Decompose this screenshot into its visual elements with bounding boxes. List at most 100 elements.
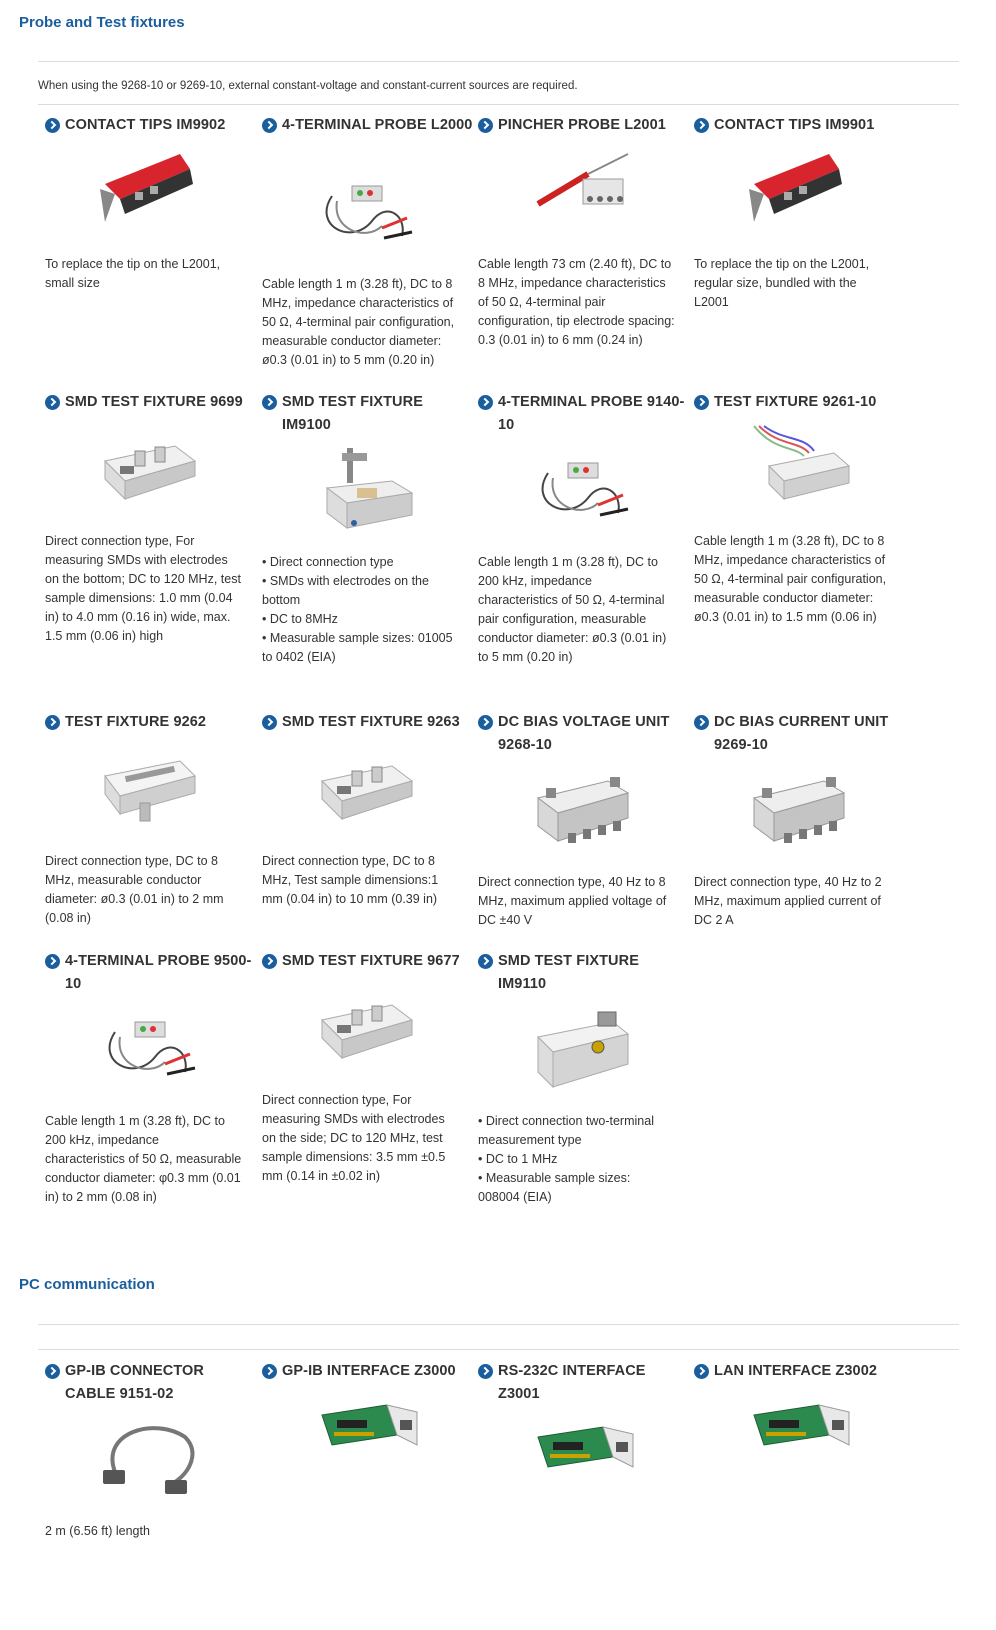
product-description: To replace the tip on the L2001, regular… — [694, 257, 870, 309]
product-link[interactable]: GP-IB CONNECTOR CABLE 9151-02 — [45, 1360, 257, 1406]
product-link[interactable]: 4-TERMINAL PROBE 9140-10 — [478, 391, 690, 437]
product-link[interactable]: PINCHER PROBE L2001 — [478, 114, 690, 137]
product-description: Cable length 1 m (3.28 ft), DC to 200 kH… — [45, 1114, 242, 1204]
product-description: Direct connection type, DC to 8 MHz, mea… — [45, 854, 224, 925]
product-name: DC BIAS VOLTAGE UNIT 9268-10 — [498, 714, 670, 753]
interface-card-icon[interactable] — [528, 1412, 638, 1502]
chevron-right-icon — [478, 954, 493, 969]
product-card: CONTACT TIPS IM9901 To replace the tip on… — [694, 114, 906, 309]
red-contact-tips-icon[interactable] — [95, 144, 205, 234]
test-fixture-icon[interactable] — [95, 741, 205, 831]
product-link[interactable]: SMD TEST FIXTURE 9699 — [45, 391, 257, 414]
bias-unit-icon[interactable] — [744, 763, 854, 853]
chevron-right-icon — [45, 715, 60, 730]
product-link[interactable]: SMD TEST FIXTURE IM9110 — [478, 950, 690, 996]
chevron-right-icon — [478, 395, 493, 410]
product-card: SMD TEST FIXTURE IM9100• Direct connecti… — [262, 391, 474, 664]
product-link[interactable]: SMD TEST FIXTURE 9263 — [262, 711, 474, 734]
product-link[interactable]: DC BIAS VOLTAGE UNIT 9268-10 — [478, 711, 690, 757]
probe-cable-icon[interactable] — [95, 1002, 205, 1092]
chevron-right-icon — [45, 954, 60, 969]
product-name: SMD TEST FIXTURE 9263 — [282, 714, 460, 730]
product-link[interactable]: DC BIAS CURRENT UNIT 9269-10 — [694, 711, 906, 757]
product-description: To replace the tip on the L2001, small s… — [45, 257, 221, 290]
product-description: 2 m (6.56 ft) length — [45, 1524, 150, 1538]
smd-fixture-icon[interactable] — [95, 421, 205, 511]
product-link[interactable]: CONTACT TIPS IM9901 — [694, 114, 906, 137]
product-link[interactable]: TEST FIXTURE 9262 — [45, 711, 257, 734]
product-name: RS-232C INTERFACE Z3001 — [498, 1363, 646, 1402]
product-link[interactable]: SMD TEST FIXTURE IM9100 — [262, 391, 474, 437]
smd-fixture-icon[interactable] — [312, 980, 422, 1070]
chevron-right-icon — [262, 1364, 277, 1379]
product-name: LAN INTERFACE Z3002 — [714, 1363, 878, 1379]
product-link[interactable]: SMD TEST FIXTURE 9677 — [262, 950, 474, 973]
product-name: 4-TERMINAL PROBE 9140-10 — [498, 394, 685, 433]
product-name: PINCHER PROBE L2001 — [498, 117, 666, 133]
product-name: 4-TERMINAL PROBE L2000 — [282, 117, 473, 133]
product-name: SMD TEST FIXTURE IM9100 — [282, 394, 423, 433]
bias-unit-icon[interactable] — [528, 763, 638, 853]
smd-fixture-stand-icon[interactable] — [312, 443, 422, 533]
product-link[interactable]: TEST FIXTURE 9261-10 — [694, 391, 906, 414]
product-name: 4-TERMINAL PROBE 9500-10 — [65, 953, 252, 992]
cable-icon[interactable] — [95, 1412, 205, 1502]
red-contact-tips-icon[interactable] — [744, 144, 854, 234]
product-card: SMD TEST FIXTURE IM9110 • Direct connecti… — [478, 950, 690, 1204]
product-description: Cable length 1 m (3.28 ft), DC to 8 MHz,… — [694, 534, 887, 624]
smd-fixture-icon[interactable] — [312, 741, 422, 831]
interface-card-icon[interactable] — [744, 1390, 854, 1480]
chevron-right-icon — [694, 395, 709, 410]
chevron-right-icon — [478, 715, 493, 730]
section-title-pc: PC communication — [19, 1276, 155, 1293]
product-card: CONTACT TIPS IM9902 To replace the tip on… — [45, 114, 257, 290]
chevron-right-icon — [45, 1364, 60, 1379]
product-name: SMD TEST FIXTURE 9699 — [65, 394, 243, 410]
product-card: LAN INTERFACE Z3002 — [694, 1360, 906, 1446]
chevron-right-icon — [262, 954, 277, 969]
product-description: Direct connection type, 40 Hz to 8 MHz, … — [478, 875, 667, 927]
product-card: RS-232C INTERFACE Z3001 — [478, 1360, 690, 1468]
product-link[interactable]: CONTACT TIPS IM9902 — [45, 114, 257, 137]
product-link[interactable]: 4-TERMINAL PROBE 9500-10 — [45, 950, 257, 996]
probe-cable-icon[interactable] — [528, 443, 638, 533]
smd-fixture-box-icon[interactable] — [528, 1002, 638, 1092]
pincher-probe-icon[interactable] — [528, 144, 638, 234]
product-name: TEST FIXTURE 9261-10 — [714, 394, 877, 410]
product-description: Direct connection type, DC to 8 MHz, Tes… — [262, 854, 439, 906]
product-link[interactable]: GP-IB INTERFACE Z3000 — [262, 1360, 474, 1383]
interface-card-icon[interactable] — [312, 1390, 422, 1480]
chevron-right-icon — [262, 395, 277, 410]
probe-cable-icon[interactable] — [312, 166, 422, 256]
product-description: Cable length 1 m (3.28 ft), DC to 200 kH… — [478, 555, 667, 664]
product-card: GP-IB INTERFACE Z3000 — [262, 1360, 474, 1446]
test-fixture-cable-icon[interactable] — [744, 421, 854, 511]
divider — [38, 61, 959, 62]
product-link[interactable]: LAN INTERFACE Z3002 — [694, 1360, 906, 1383]
product-description: • Direct connection two-terminal measure… — [478, 1114, 654, 1204]
product-card: GP-IB CONNECTOR CABLE 9151-02 2 m (6.56 f… — [45, 1360, 257, 1538]
product-description: Direct connection type, 40 Hz to 2 MHz, … — [694, 875, 882, 927]
divider — [38, 104, 959, 105]
product-name: GP-IB INTERFACE Z3000 — [282, 1363, 456, 1379]
section-note: When using the 9268-10 or 9269-10, exter… — [38, 80, 578, 92]
product-link[interactable]: RS-232C INTERFACE Z3001 — [478, 1360, 690, 1406]
product-name: DC BIAS CURRENT UNIT 9269-10 — [714, 714, 889, 753]
chevron-right-icon — [478, 118, 493, 133]
divider — [38, 1324, 959, 1325]
chevron-right-icon — [262, 715, 277, 730]
product-description: Direct connection type, For measuring SM… — [45, 534, 241, 643]
product-link[interactable]: 4-TERMINAL PROBE L2000 — [262, 114, 474, 137]
product-name: CONTACT TIPS IM9902 — [65, 117, 226, 133]
section-title-probes: Probe and Test fixtures — [19, 14, 185, 31]
